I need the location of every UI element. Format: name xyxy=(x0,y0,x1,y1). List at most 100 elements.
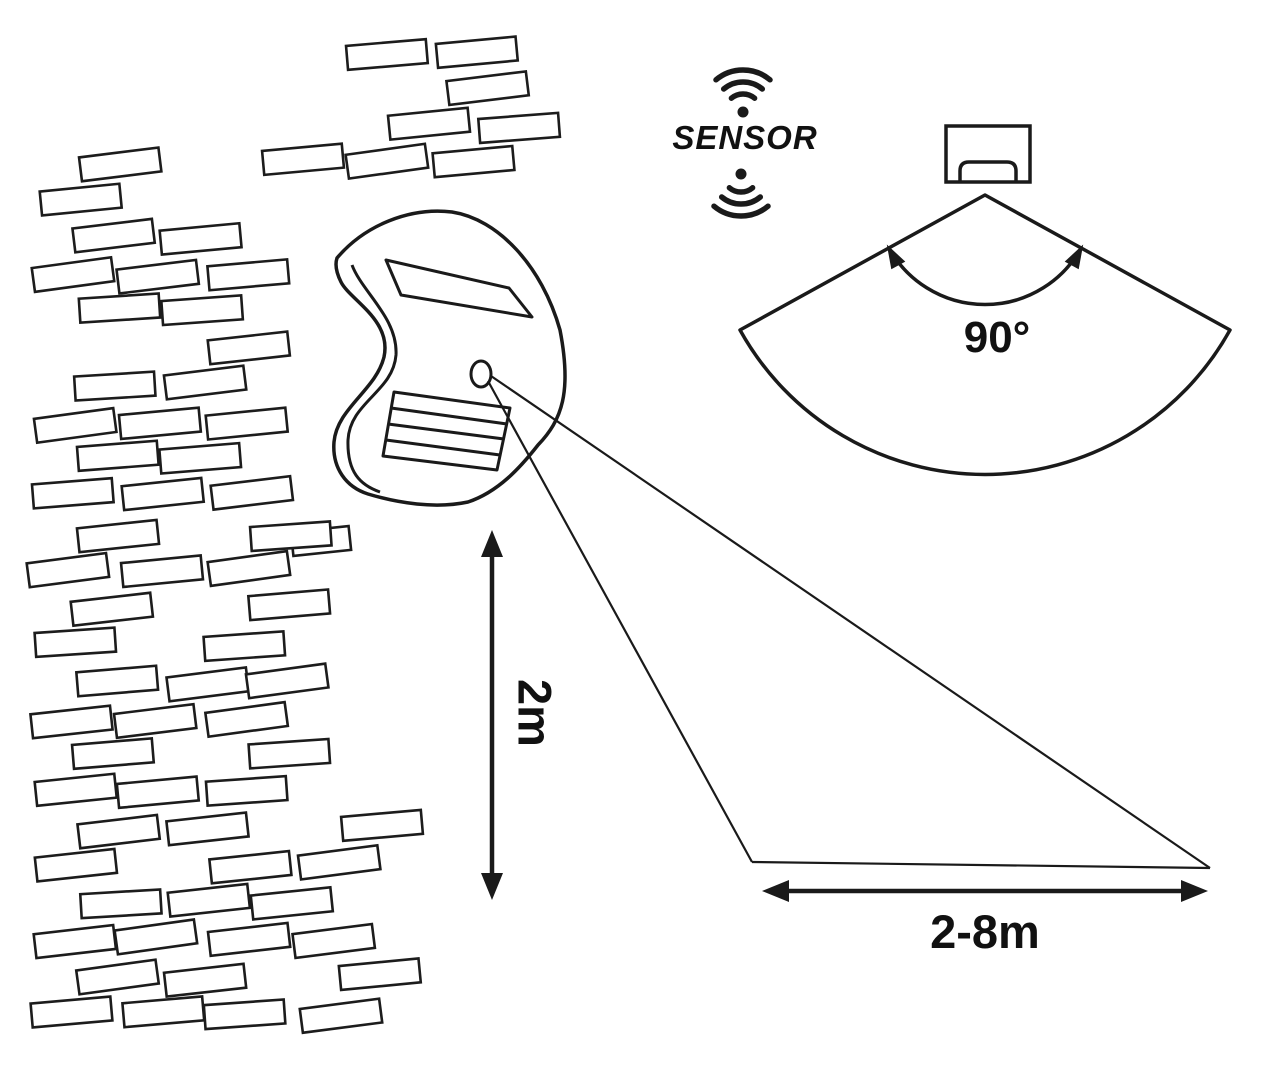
angle-arc-arrow xyxy=(888,249,1082,307)
brick xyxy=(119,554,205,589)
brick xyxy=(33,847,119,883)
arrow-head-right xyxy=(1181,880,1208,902)
brick xyxy=(296,843,382,881)
angle-label: 90° xyxy=(964,313,1031,362)
brick xyxy=(29,704,114,740)
arrow-head-left xyxy=(762,880,789,902)
height-arrow: 2m xyxy=(481,530,562,900)
brick xyxy=(115,258,201,295)
cone-left-edge xyxy=(487,380,753,863)
cone-right-edge xyxy=(490,375,1211,869)
brick xyxy=(337,957,423,992)
angle-arrow-head-left xyxy=(886,244,906,270)
brick xyxy=(70,736,156,771)
brick xyxy=(162,364,248,401)
range-label: 2-8m xyxy=(930,905,1040,958)
brick xyxy=(339,808,425,843)
wave-arc xyxy=(726,185,756,195)
brick xyxy=(77,292,162,325)
grille-slat xyxy=(387,422,505,441)
signal-dot-top xyxy=(737,106,749,118)
grille-slat xyxy=(385,438,501,457)
brick xyxy=(115,775,201,810)
arrow-head-up xyxy=(481,530,503,557)
brick xyxy=(260,142,346,177)
brick xyxy=(71,217,157,254)
brick xyxy=(157,441,243,475)
wave-arc xyxy=(720,79,766,92)
brick xyxy=(249,885,335,921)
brick xyxy=(72,370,157,402)
brick xyxy=(74,664,160,698)
brick xyxy=(75,518,161,554)
brick xyxy=(476,111,562,145)
brick xyxy=(209,474,295,512)
pir-sensor-eye xyxy=(469,359,493,389)
brick xyxy=(32,923,118,960)
brick xyxy=(291,922,377,960)
brick xyxy=(202,998,287,1031)
arrow-head-down xyxy=(481,873,503,900)
brick-wall xyxy=(25,35,562,1035)
range-arrow: 2-8m xyxy=(762,880,1208,958)
brick xyxy=(69,591,155,628)
brick xyxy=(244,662,330,700)
brick xyxy=(112,702,198,740)
brick xyxy=(431,144,516,179)
brick xyxy=(166,882,252,919)
brick xyxy=(29,995,114,1029)
wave-arc xyxy=(718,194,764,207)
brick xyxy=(444,69,531,107)
brick xyxy=(33,626,118,659)
light-body-inner-rim xyxy=(346,264,398,494)
brick xyxy=(344,37,430,72)
brick xyxy=(78,888,163,920)
solar-sensor-wall-light xyxy=(332,209,567,507)
brick xyxy=(113,918,199,956)
brick xyxy=(74,958,161,996)
brick xyxy=(25,551,111,589)
brick xyxy=(120,476,206,512)
brick xyxy=(76,813,162,850)
brick xyxy=(206,549,292,588)
sensor-word: SENSOR xyxy=(672,119,817,156)
wave-arc xyxy=(711,203,771,219)
brick xyxy=(344,142,430,181)
brick xyxy=(204,774,289,808)
brick xyxy=(386,106,472,142)
brick xyxy=(75,439,160,473)
brick xyxy=(202,629,287,663)
brick xyxy=(203,700,290,739)
brick xyxy=(32,406,118,445)
detection-cone xyxy=(487,375,1211,870)
brick xyxy=(207,849,293,885)
brick xyxy=(434,35,520,70)
brick xyxy=(164,811,251,847)
brick xyxy=(159,293,245,327)
brick xyxy=(33,772,119,808)
brick xyxy=(158,221,243,256)
signal-dot-bottom xyxy=(735,168,747,180)
sensor-signal-icon: SENSOR xyxy=(672,67,817,219)
detection-angle-fan xyxy=(738,193,1232,477)
solar-panel xyxy=(384,258,534,319)
brick xyxy=(206,330,292,366)
mounted-sensor-lens xyxy=(958,160,1018,181)
brick xyxy=(204,406,290,441)
brick xyxy=(77,146,163,183)
brick xyxy=(117,406,203,441)
brick xyxy=(38,182,124,217)
brick xyxy=(246,588,332,622)
detection-angle-figure: 90° xyxy=(738,124,1232,477)
wave-arc xyxy=(728,91,758,101)
brick xyxy=(30,255,116,294)
brick xyxy=(298,997,384,1035)
brick xyxy=(121,995,206,1029)
brick xyxy=(30,476,116,510)
grille-slat xyxy=(390,406,508,426)
height-label: 2m xyxy=(509,679,562,747)
brick xyxy=(165,666,251,703)
brick xyxy=(206,921,292,958)
